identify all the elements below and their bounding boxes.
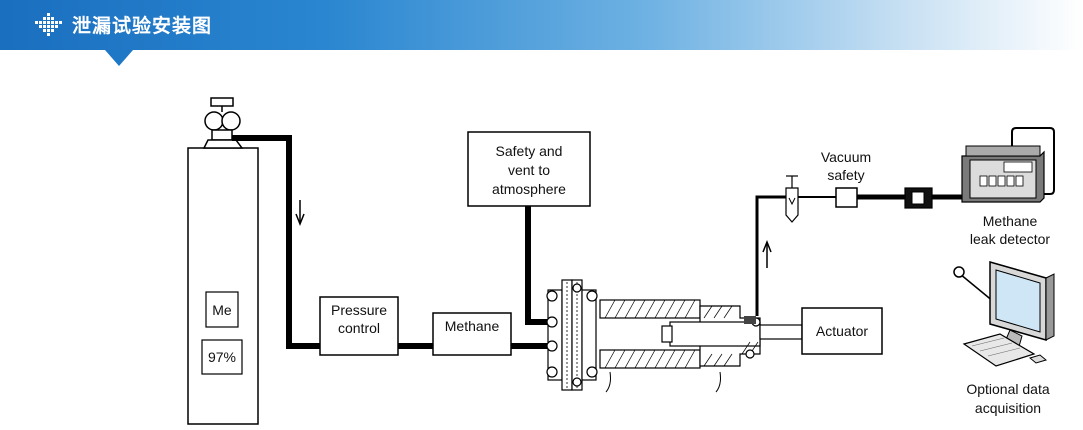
computer-icon: Optional data acquisition (953, 261, 1055, 416)
vacuum-safety-line1: Vacuum (821, 149, 871, 165)
vacuum-safety-line2: safety (827, 167, 864, 183)
actuator-box: Actuator (801, 307, 883, 355)
actuator-stem (759, 324, 803, 340)
methane-leak-detector: Methane leak detector (961, 127, 1055, 247)
header-banner (0, 0, 1083, 50)
safety-vent-box: Safety and vent to atmosphere (467, 131, 591, 207)
pressure-control-box: Pressure control (319, 296, 399, 356)
page-title: 泄漏试验安装图 (72, 15, 213, 37)
actuator-label: Actuator (816, 323, 868, 339)
dotted-diamond-icon (35, 13, 62, 36)
gas-cylinder: Me 97% (187, 97, 259, 425)
flow-arrow-down-icon (295, 200, 305, 227)
connector-fitting (904, 187, 933, 209)
banner-notch (105, 50, 133, 66)
test-fixture (546, 279, 761, 393)
safety-vent-line2: vent to (508, 162, 550, 178)
vent-line (525, 206, 548, 325)
safety-vent-line3: atmosphere (492, 181, 566, 197)
methane-box: Methane (432, 312, 512, 356)
data-acquisition-line2: acquisition (975, 400, 1041, 416)
cylinder-gas-label: Me (212, 302, 232, 318)
supply-line (232, 135, 548, 349)
leak-detector-line2: leak detector (970, 231, 1050, 247)
pressure-control-line2: control (338, 320, 380, 336)
flow-arrow-up-icon (762, 239, 772, 268)
vacuum-safety: Vacuum safety (821, 149, 871, 208)
detector-line (755, 195, 786, 316)
leak-detector-line1: Methane (983, 213, 1038, 229)
pressure-control-line1: Pressure (331, 302, 387, 318)
data-acquisition-line1: Optional data (966, 381, 1049, 397)
vent-valve-icon (785, 175, 799, 223)
cylinder-concentration: 97% (208, 349, 236, 365)
methane-label: Methane (445, 318, 500, 334)
safety-vent-line1: Safety and (496, 143, 563, 159)
